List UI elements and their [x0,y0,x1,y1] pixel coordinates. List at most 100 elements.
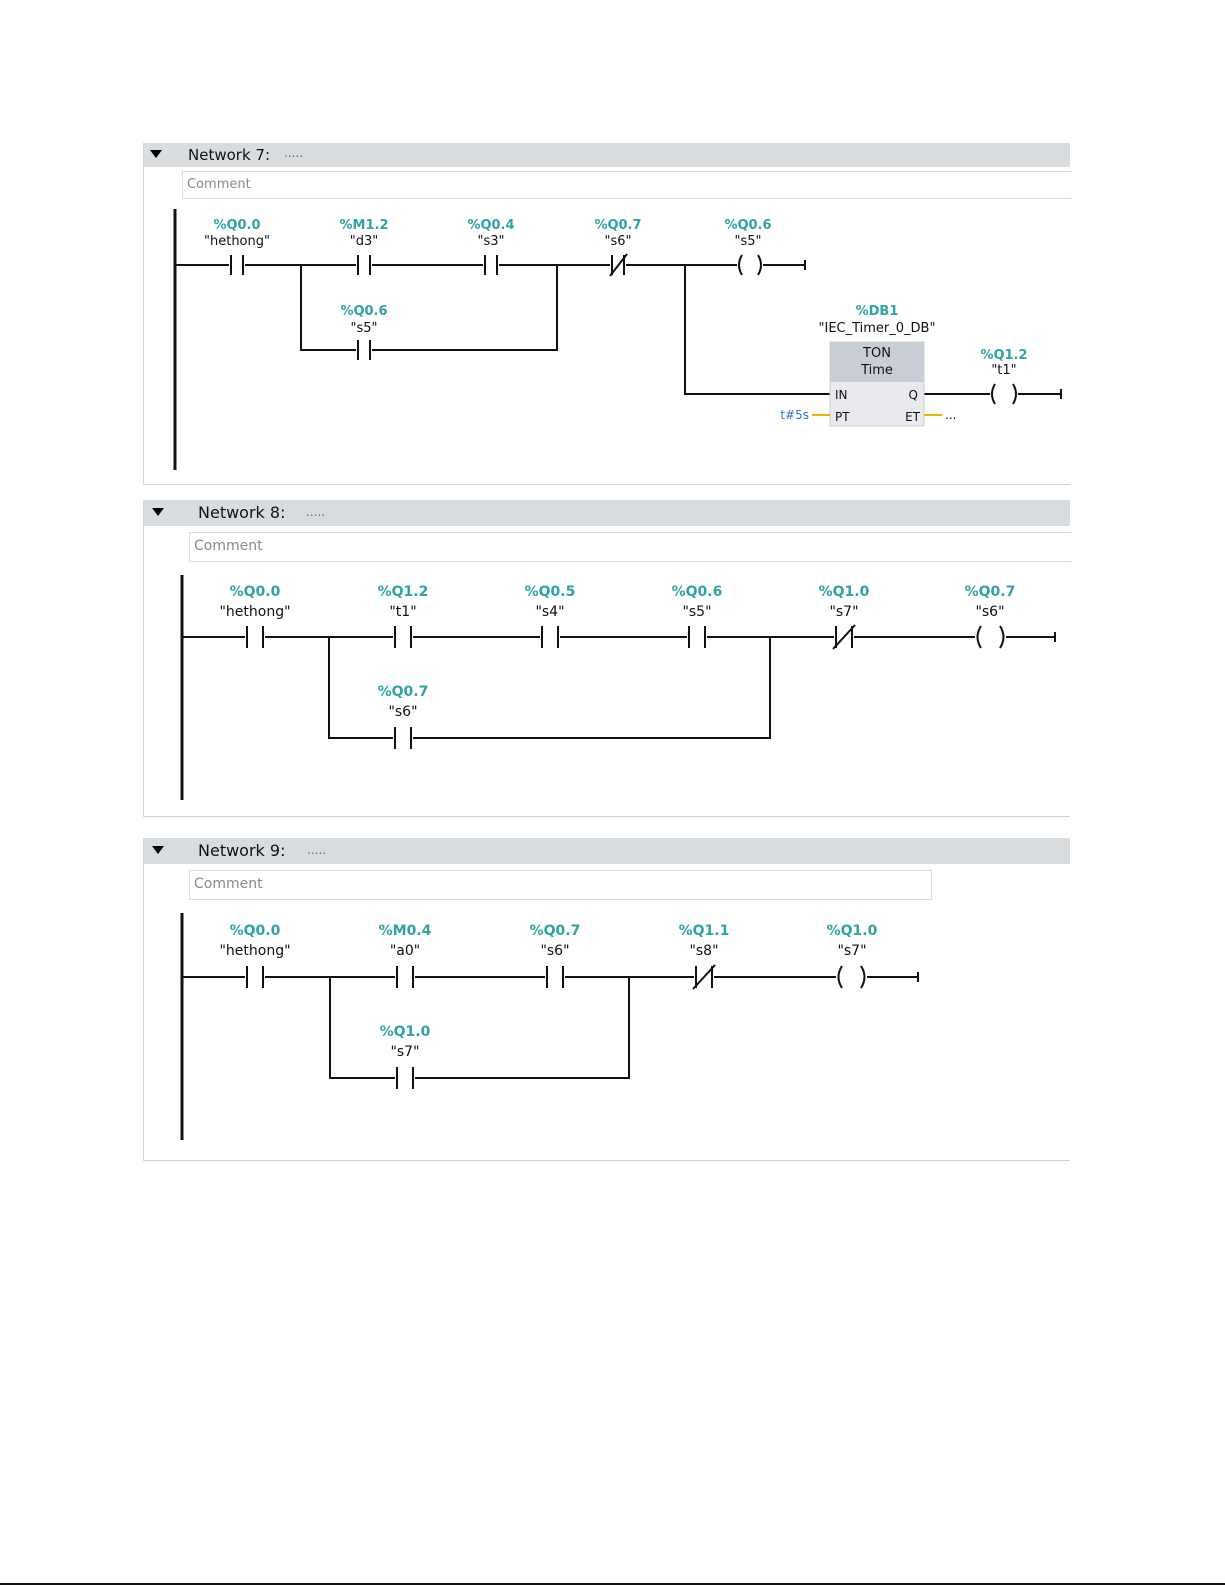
network-8-comment-field[interactable]: Comment [189,532,1071,562]
ladder-network-9: %Q0.0 "hethong" %M0.4 "a0" %Q0.7 "s6" %Q… [180,913,919,1140]
contact-address: %Q1.1 [679,923,730,939]
network-8-title-dots[interactable]: ..... [306,505,326,519]
contact-tag: "s6" [388,704,417,720]
contact-no[interactable] [230,255,244,275]
contact-tag: "d3" [350,234,378,249]
contact-tag: "hethong" [219,604,290,620]
contact-address: %Q1.0 [380,1024,431,1040]
contact-address: %Q1.0 [819,584,870,600]
network-9: Network 9: ..... Comment %Q0.0 "hethong"… [143,838,1070,1161]
comment-placeholder: Comment [194,538,263,554]
network-8-title: Network 8: [198,503,286,522]
timer-instance-address: %DB1 [856,304,899,319]
coil[interactable] [991,383,1062,405]
contact-address: %Q0.5 [525,584,576,600]
network-9-title: Network 9: [198,841,286,860]
ton-timer-block[interactable] [829,341,925,427]
contact-no[interactable] [246,626,264,648]
ladder-network-7: TON Time IN PT Q ET t#5s ... %DB1 "IEC_T… [173,209,1062,470]
contact-tag: "hethong" [204,234,270,249]
comment-placeholder: Comment [194,876,263,892]
coil-tag: "t1" [991,363,1016,378]
network-7-comment-field[interactable]: Comment [182,171,1071,199]
coil-tag: "s6" [975,604,1004,620]
coil-tag: "s5" [734,234,761,249]
contact-nc[interactable] [692,964,716,990]
contact-no[interactable] [541,626,559,648]
contact-tag: "s8" [689,943,718,959]
contact-no[interactable] [484,255,498,275]
contact-tag: "s7" [390,1044,419,1060]
pin-et-label: ET [905,410,921,424]
comment-placeholder: Comment [187,177,251,192]
network-7-title: Network 7: [188,146,270,164]
contact-tag: "s6" [540,943,569,959]
wire [329,977,630,1079]
contact-address: %Q0.7 [530,923,581,939]
et-value[interactable]: ... [945,408,956,422]
contact-address: %Q1.2 [378,584,429,600]
page-bottom-border [0,1583,1225,1585]
coil[interactable] [738,254,806,276]
network-8-header[interactable]: Network 8: ..... [144,500,1070,526]
wire [684,265,1061,395]
contact-address: %Q0.6 [672,584,723,600]
pin-pt-label: PT [835,410,850,424]
collapse-arrow-icon[interactable] [152,508,164,516]
coil-address: %Q1.0 [827,923,878,939]
contact-tag: "a0" [390,943,420,959]
contact-address: %M1.2 [340,218,389,233]
contact-no[interactable] [546,966,564,988]
contact-address: %Q0.0 [230,923,281,939]
contact-no[interactable] [396,966,414,988]
contact-address: %Q0.7 [378,684,429,700]
coil-address: %Q0.6 [724,218,771,233]
coil-address: %Q1.2 [980,348,1027,363]
network-7: Network 7: ..... Comment [143,143,1071,485]
network-7-header[interactable]: Network 7: ..... [144,143,1070,167]
contact-address: %Q0.0 [230,584,281,600]
coil-address: %Q0.7 [965,584,1016,600]
contact-nc[interactable] [609,253,628,277]
pt-value[interactable]: t#5s [780,408,809,422]
contact-address: %Q0.4 [467,218,514,233]
contact-no[interactable] [246,966,264,988]
contact-no[interactable] [357,255,371,275]
coil[interactable] [976,625,1056,649]
contact-no[interactable] [357,340,371,360]
network-9-header[interactable]: Network 9: ..... [144,838,1070,864]
timer-instance-tag: "IEC_Timer_0_DB" [819,321,936,336]
network-9-title-dots[interactable]: ..... [307,843,327,857]
divider [144,1160,1070,1161]
contact-tag: "t1" [389,604,416,620]
divider [144,816,1070,817]
pin-q-label: Q [909,388,918,402]
divider [144,484,1070,485]
contact-tag: "s5" [350,321,377,336]
timer-type: TON [862,346,891,361]
contact-tag: "s7" [829,604,858,620]
contact-tag: "hethong" [219,943,290,959]
collapse-arrow-icon[interactable] [150,150,162,158]
contact-address: %M0.4 [379,923,432,939]
contact-no[interactable] [688,626,706,648]
contact-nc[interactable] [832,624,856,650]
wire [300,265,558,351]
timer-subtype: Time [860,363,893,378]
contact-tag: "s4" [535,604,564,620]
contact-no[interactable] [394,727,412,749]
contact-no[interactable] [394,626,412,648]
ladder-network-8: %Q0.0 "hethong" %Q1.2 "t1" %Q0.5 "s4" %Q… [180,575,1056,800]
wire [328,637,771,739]
network-9-comment-field[interactable]: Comment [189,870,932,900]
network-7-title-dots[interactable]: ..... [284,146,304,160]
contact-tag: "s5" [682,604,711,620]
contact-tag: "s3" [477,234,504,249]
network-8: Network 8: ..... Comment %Q0.0 "hethong"… [143,500,1071,817]
collapse-arrow-icon[interactable] [152,846,164,854]
contact-address: %Q0.0 [213,218,260,233]
contact-tag: "s6" [604,234,631,249]
coil[interactable] [837,965,919,989]
pin-in-label: IN [835,388,848,402]
contact-no[interactable] [396,1067,414,1089]
